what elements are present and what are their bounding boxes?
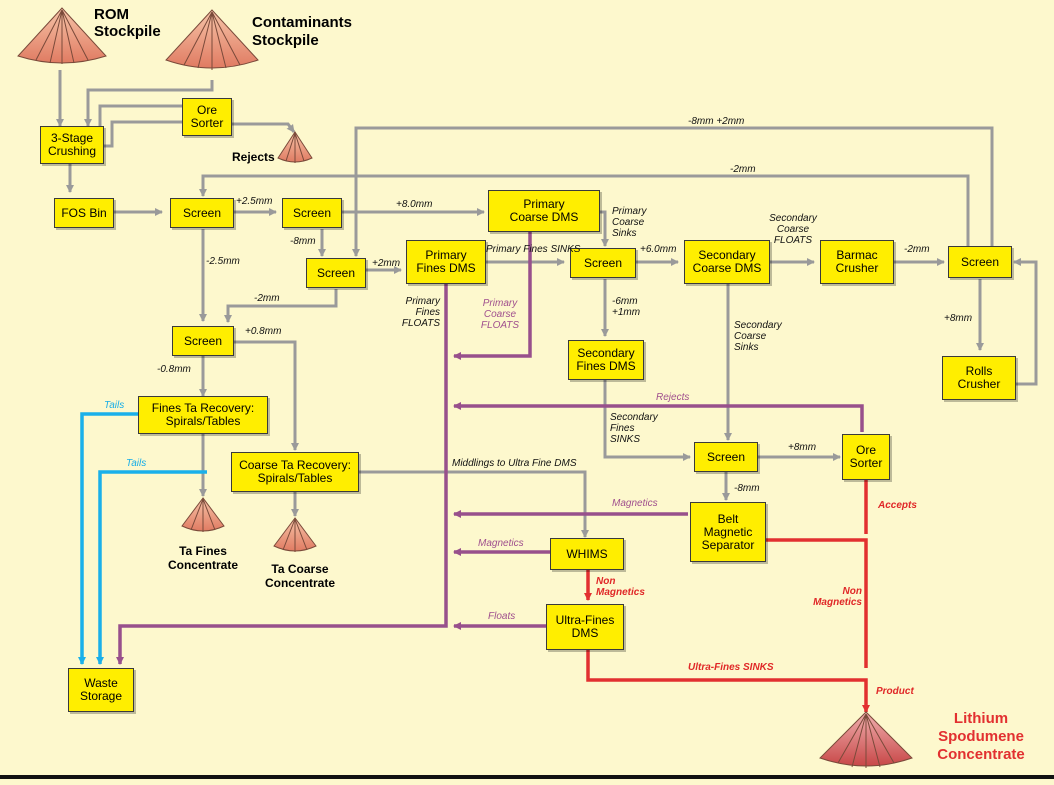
label-minus8-plus2: -8mm +2mm — [688, 116, 745, 127]
label-primary-fines-sinks: Primary Fines SINKS — [486, 244, 581, 255]
label-rejects-flow: Rejects — [656, 392, 690, 403]
label-plus6-0: +6.0mm — [640, 244, 677, 255]
tails-gap — [207, 467, 231, 477]
screen-7-box: Screen — [694, 442, 758, 472]
flow-screen4-to-coarse-ta — [233, 340, 299, 451]
label-tails-1: Tails — [104, 400, 125, 411]
label-magnetics-2: Magnetics — [478, 538, 524, 549]
bottom-rule — [0, 775, 1054, 779]
rolls-crusher-box: Rolls Crusher — [942, 356, 1016, 400]
secondary-coarse-dms-box: Secondary Coarse DMS — [684, 240, 770, 284]
label-primary-fines-floats: Primary Fines FLOATS — [401, 296, 440, 329]
barmac-crusher-box: Barmac Crusher — [820, 240, 894, 284]
flow-screen3-to-screen4 — [224, 289, 338, 323]
label-accepts: Accepts — [878, 500, 917, 511]
rom-stockpile-icon — [17, 7, 107, 64]
secondary-fines-dms-box: Secondary Fines DMS — [568, 340, 644, 380]
ta-fines-label: Ta Fines Concentrate — [167, 544, 238, 572]
ta-coarse-label: Ta Coarse Concentrate — [264, 562, 335, 590]
flow-primary-coarse-floats — [453, 232, 532, 360]
label-plus8-sorter: +8mm — [788, 442, 817, 453]
label-plus2: +2mm — [372, 258, 401, 269]
flow-rejects — [453, 402, 864, 432]
screen-6-box: Screen — [948, 246, 1012, 278]
label-ultra-fines-sinks: Ultra-Fines SINKS — [688, 662, 774, 673]
label-plus0-8: +0.8mm — [245, 326, 282, 337]
label-primary-coarse-floats: Primary Coarse FLOATS — [480, 298, 520, 331]
label-middlings: Middlings to Ultra Fine DMS — [452, 458, 577, 469]
label-secondary-fines-sinks: Secondary Fines SINKS — [610, 412, 658, 445]
flow-ore-sorter-to-crushing — [100, 120, 182, 148]
lithium-product-pile-icon — [819, 711, 913, 768]
label-secondary-coarse-sinks: Secondary Coarse Sinks — [734, 320, 782, 353]
whims-box: WHIMS — [550, 538, 624, 570]
ore-sorter-1-box: Ore Sorter — [182, 98, 232, 136]
label-product: Product — [876, 686, 914, 697]
label-plus8-rolls: +8mm — [944, 313, 973, 324]
label-non-magnetics-2: Non Magnetics — [813, 586, 862, 608]
flow-belt-non-magnetics — [766, 538, 868, 668]
label-magnetics-1: Magnetics — [612, 498, 658, 509]
belt-magnetic-separator-box: Belt Magnetic Separator — [690, 502, 766, 562]
screen-5-box: Screen — [570, 248, 636, 278]
label-minus6-plus1: -6mm +1mm — [612, 296, 641, 318]
contaminants-stockpile-icon — [165, 9, 259, 70]
label-tails-2: Tails — [126, 458, 147, 469]
flow-screen6-to-screen3 — [352, 126, 994, 257]
flow-crushing-to-ore-sorter — [98, 104, 182, 135]
screen-1-box: Screen — [170, 198, 234, 228]
rom-stockpile-label: ROM Stockpile — [94, 6, 161, 40]
flow-screen6-to-screen1 — [199, 174, 970, 246]
label-non-magnetics-1: Non Magnetics — [596, 576, 645, 598]
crushing-box: 3-Stage Crushing — [40, 126, 104, 164]
flow-ore-sorter-to-rejects — [231, 122, 296, 133]
label-plus2-5: +2.5mm — [236, 196, 273, 207]
ore-sorter-2-box: Ore Sorter — [842, 434, 890, 480]
label-secondary-coarse-floats: Secondary Coarse FLOATS — [769, 213, 817, 246]
fines-ta-recovery-box: Fines Ta Recovery: Spirals/Tables — [138, 396, 268, 434]
label-plus8-0: +8.0mm — [396, 199, 433, 210]
label-minus2-5: -2.5mm — [206, 256, 240, 267]
flow-primary-fines-floats — [116, 284, 448, 665]
label-primary-coarse-sinks: Primary Coarse Sinks — [612, 206, 647, 239]
primary-coarse-dms-box: Primary Coarse DMS — [488, 190, 600, 232]
screen-4-box: Screen — [172, 326, 234, 356]
label-minus8-a: -8mm — [290, 236, 316, 247]
flow-ultra-fines-sinks — [586, 650, 870, 713]
label-minus8-belt: -8mm — [734, 483, 760, 494]
fos-bin-box: FOS Bin — [54, 198, 114, 228]
flow-contaminants-to-crushing — [84, 80, 214, 127]
contaminants-stockpile-label: Contaminants Stockpile — [252, 14, 353, 49]
flow-middlings-to-whims — [358, 470, 589, 538]
label-minus2-barmac: -2mm — [904, 244, 930, 255]
flow-rolls-to-screen6 — [1013, 258, 1038, 386]
label-minus2-top: -2mm — [730, 164, 756, 175]
ta-fines-pile-icon — [181, 497, 225, 532]
flow-secondary-fines-to-screen7 — [603, 377, 691, 461]
flow-primary-coarse-to-screen5 — [600, 210, 609, 247]
waste-storage-box: Waste Storage — [68, 668, 134, 712]
primary-fines-dms-box: Primary Fines DMS — [406, 240, 486, 284]
screen-2-box: Screen — [282, 198, 342, 228]
ta-coarse-pile-icon — [273, 517, 317, 552]
label-floats: Floats — [488, 611, 516, 622]
flow-tails-fines — [78, 412, 138, 665]
flow-tails-coarse — [96, 470, 231, 665]
screen-3-box: Screen — [306, 258, 366, 288]
lithium-product-label: Lithium Spodumene Concentrate — [937, 710, 1025, 763]
label-minus2-mid: -2mm — [254, 293, 280, 304]
label-minus0-8: -0.8mm — [157, 364, 191, 375]
rejects-pile-label: Rejects — [232, 150, 275, 164]
coarse-ta-recovery-box: Coarse Ta Recovery: Spirals/Tables — [231, 452, 359, 492]
ultra-fines-dms-box: Ultra-Fines DMS — [546, 604, 624, 650]
rejects-pile-icon — [277, 131, 313, 163]
